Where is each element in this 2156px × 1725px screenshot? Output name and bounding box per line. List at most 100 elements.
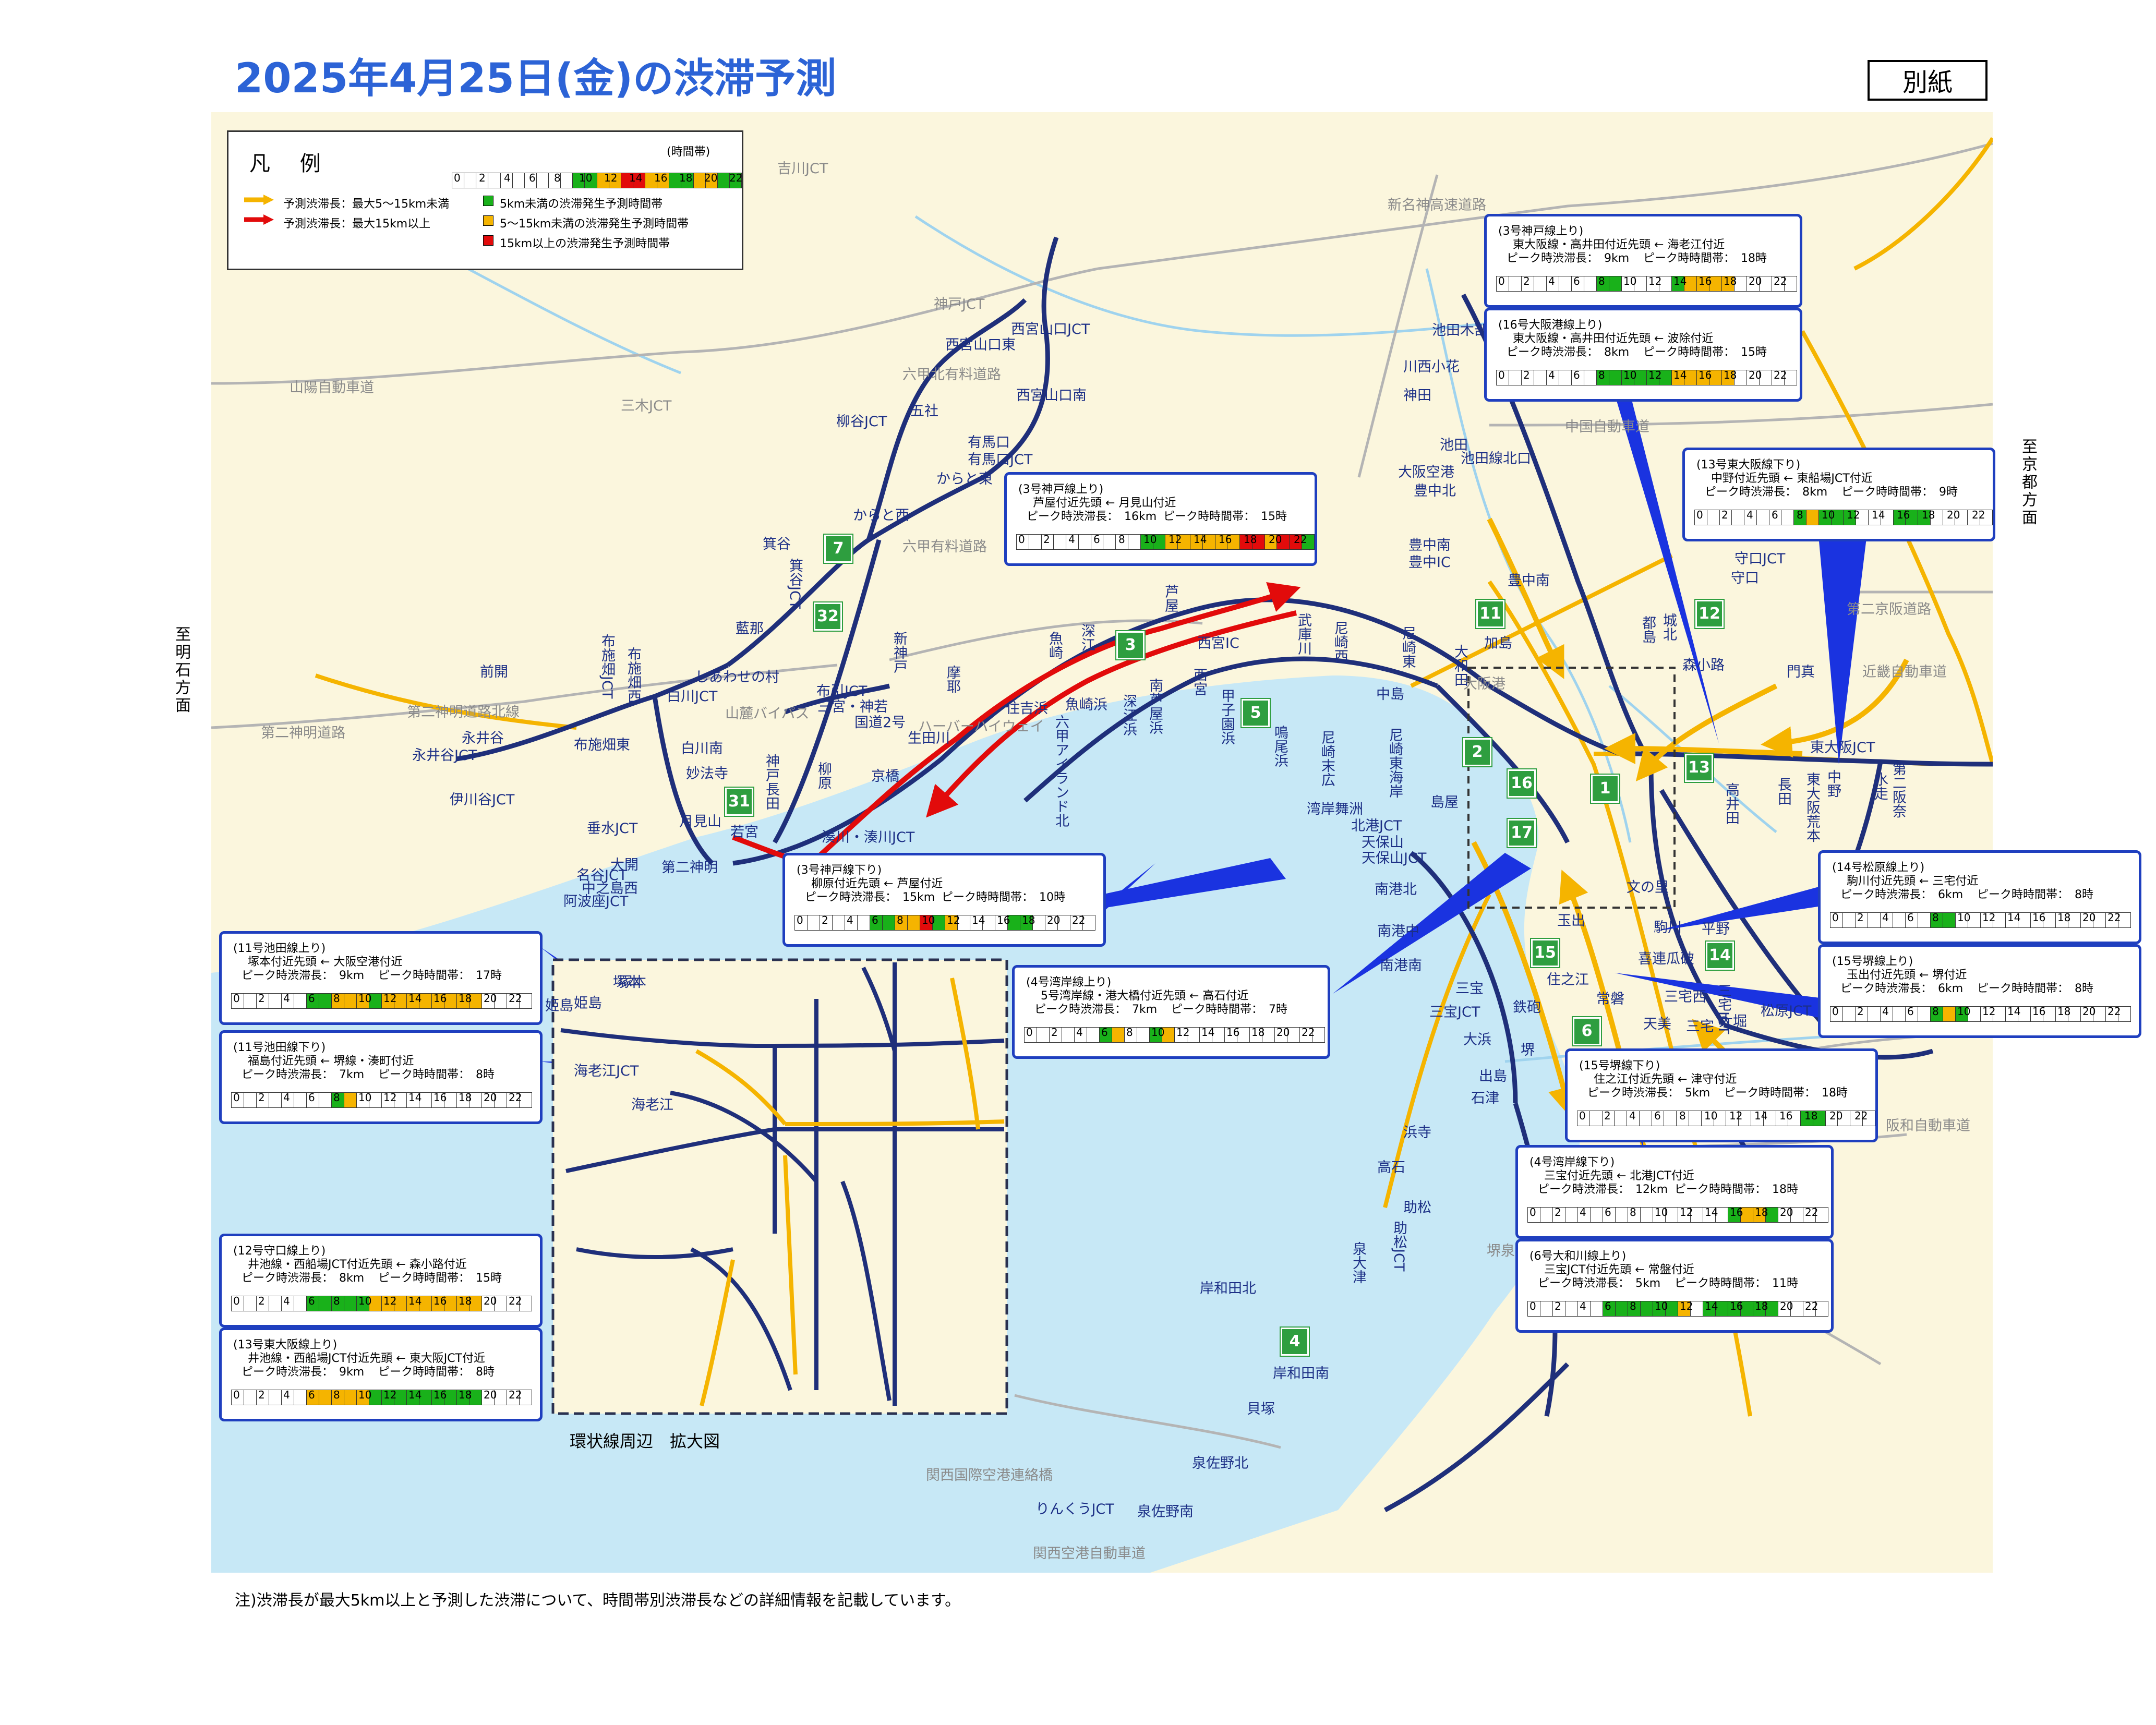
route-shield-6: 6 bbox=[1573, 1017, 1601, 1045]
time-slot-cell bbox=[1552, 1301, 1565, 1317]
time-slot-cell bbox=[1301, 534, 1315, 550]
road-label: 近畿自動車道 bbox=[1862, 664, 1947, 680]
place-label: 西宮山口南 bbox=[1016, 388, 1087, 404]
time-slot-cell bbox=[1527, 1301, 1540, 1317]
place-label: 柳原 bbox=[815, 762, 832, 790]
hour-tick: 8 bbox=[554, 172, 561, 184]
time-slot-cell bbox=[494, 1092, 507, 1108]
time-slot-cell bbox=[444, 993, 457, 1009]
place-label: 西宮 bbox=[1191, 668, 1207, 696]
place-label: 湊川・湊川JCT bbox=[822, 829, 915, 846]
hour-tick: 0 bbox=[1026, 1026, 1033, 1039]
hour-tick: 2 bbox=[822, 914, 828, 926]
hour-tick: 12 bbox=[1982, 911, 1996, 924]
time-slot-cell bbox=[1496, 370, 1509, 385]
hour-tick: 6 bbox=[1907, 1005, 1914, 1018]
place-label: 月見山 bbox=[679, 814, 721, 830]
hour-tick: 22 bbox=[1805, 1206, 1818, 1219]
time-slot-cell bbox=[932, 915, 945, 931]
hour-tick: 0 bbox=[1498, 275, 1505, 287]
time-slot-cell bbox=[394, 1296, 407, 1311]
forecast-box: (16号大阪港線上り)東大阪線・高井田付近先頭 ← 波除付近ピーク時渋滞長： 8… bbox=[1484, 308, 1802, 402]
road-label: 六甲北有料道路 bbox=[902, 367, 1001, 383]
route-shield-16: 16 bbox=[1508, 769, 1536, 798]
place-label: 京橋 bbox=[871, 768, 899, 785]
time-slot-cell bbox=[381, 993, 394, 1009]
box-title: (4号湾岸線上り) bbox=[1026, 976, 1112, 989]
hour-tick: 16 bbox=[997, 914, 1010, 926]
hour-tick: 14 bbox=[1673, 369, 1687, 381]
place-label: 守口JCT bbox=[1735, 551, 1786, 567]
time-slot-cell bbox=[870, 915, 883, 931]
route-shield-14: 14 bbox=[1706, 942, 1734, 970]
place-label: 泉佐野南 bbox=[1137, 1504, 1194, 1520]
time-slot-cell bbox=[1665, 1301, 1678, 1317]
time-slot-cell bbox=[1274, 1027, 1287, 1043]
hour-tick: 2 bbox=[1051, 1026, 1058, 1039]
place-label: 豊中南 bbox=[1508, 573, 1550, 589]
hour-tick: 2 bbox=[1857, 1005, 1864, 1018]
time-slot-cell bbox=[281, 1092, 294, 1108]
place-label: 深江浜 bbox=[1121, 694, 1137, 736]
hour-tick: 4 bbox=[283, 1295, 290, 1307]
hour-tick: 4 bbox=[847, 914, 853, 926]
time-slot-cell bbox=[1706, 510, 1720, 525]
box-section: 玉出付近先頭 ← 堺付近 bbox=[1847, 969, 1967, 982]
time-slot-cell bbox=[1664, 1111, 1677, 1126]
time-slot-cell bbox=[1806, 510, 1819, 525]
time-slot-cell bbox=[1676, 1111, 1690, 1126]
place-label: 箕谷JCT bbox=[787, 558, 803, 609]
time-slot-cell bbox=[1943, 1006, 1956, 1022]
place-label: 鉄砲 bbox=[1513, 999, 1541, 1016]
place-label: 三宅JCT bbox=[1715, 983, 1731, 1034]
time-slot-cell bbox=[1968, 912, 1981, 928]
route-shield-1: 1 bbox=[1591, 775, 1619, 803]
hour-tick: 0 bbox=[1018, 533, 1025, 546]
time-slot-cell bbox=[507, 993, 520, 1009]
place-label: 神戸JCT bbox=[934, 296, 985, 312]
time-slot-cell bbox=[1249, 1027, 1262, 1043]
time-slot-cell bbox=[1137, 1027, 1150, 1043]
time-slot-cell bbox=[920, 915, 933, 931]
legend-title: 凡 例 bbox=[249, 152, 332, 176]
time-slot-cell bbox=[1571, 276, 1584, 292]
time-slot-cell bbox=[1862, 1111, 1876, 1126]
place-label: 泉佐野北 bbox=[1192, 1455, 1248, 1471]
place-label: 有馬口JCT bbox=[968, 452, 1033, 468]
hour-tick: 8 bbox=[1932, 911, 1939, 924]
box-peak-time: ピーク時時間帯： 15時 bbox=[378, 1272, 502, 1285]
time-slot-cell bbox=[431, 1390, 444, 1405]
time-slot-cell bbox=[1765, 1301, 1778, 1317]
hour-tick: 18 bbox=[1724, 369, 1737, 381]
time-slot-cell bbox=[1993, 912, 2006, 928]
hour-tick: 12 bbox=[1680, 1300, 1693, 1312]
place-label: しあわせの村 bbox=[695, 669, 779, 685]
box-peak-time: ピーク時時間帯： 17時 bbox=[378, 969, 502, 982]
time-slot-cell bbox=[1312, 1027, 1325, 1043]
time-slot-cell bbox=[1868, 510, 1881, 525]
time-slot-cell bbox=[406, 1390, 419, 1405]
route-shield-17: 17 bbox=[1508, 819, 1536, 847]
hour-tick: 2 bbox=[258, 1389, 265, 1401]
place-label: 深江 bbox=[1079, 623, 1095, 652]
hour-tick: 10 bbox=[922, 914, 935, 926]
time-slot-cell bbox=[1177, 534, 1190, 550]
box-peak-time: ピーク時時間帯： 11時 bbox=[1675, 1277, 1798, 1290]
time-slot-cell bbox=[456, 1092, 469, 1108]
time-slot-cell bbox=[444, 1296, 457, 1311]
time-slot-cell bbox=[2068, 912, 2081, 928]
hour-tick: 18 bbox=[1251, 1026, 1265, 1039]
time-slot-cell bbox=[2105, 912, 2118, 928]
forecast-box: (3号神戸線上り)東大阪線・高井田付近先頭 ← 海老江付近ピーク時渋滞長： 9k… bbox=[1484, 214, 1802, 308]
legend-red-arrow-label: 予測渋滞長：最大15km以上 bbox=[283, 218, 431, 231]
place-label: 有馬口 bbox=[968, 435, 1010, 451]
time-slot-cell bbox=[1546, 276, 1559, 292]
hour-tick: 0 bbox=[1498, 369, 1505, 381]
hour-tick: 20 bbox=[484, 992, 497, 1005]
time-slot-cell bbox=[331, 1296, 344, 1311]
route-shield-31: 31 bbox=[725, 788, 753, 816]
place-label: 鳴尾浜 bbox=[1272, 725, 1288, 767]
hour-tick: 2 bbox=[1604, 1109, 1611, 1122]
time-slot-cell bbox=[406, 993, 419, 1009]
